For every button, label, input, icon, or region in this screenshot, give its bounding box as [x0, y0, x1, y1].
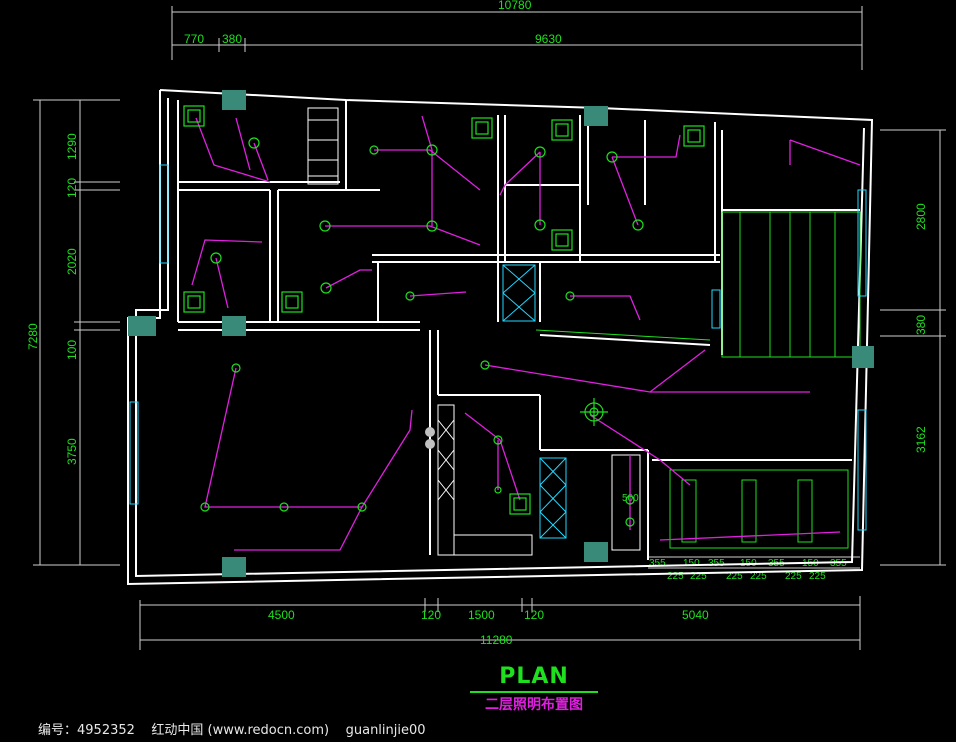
dim-left-d: 100 — [65, 340, 79, 360]
dim-left-c: 2020 — [65, 248, 79, 275]
dim-top-total: 10780 — [498, 0, 532, 12]
downlight — [534, 219, 546, 231]
dim-small2-4: 225 — [750, 571, 767, 582]
dim-right-c: 3162 — [914, 426, 928, 453]
downlight — [426, 220, 438, 232]
spotlight — [405, 291, 415, 301]
dim-small-7: 355 — [830, 558, 847, 569]
spotlight — [231, 363, 241, 373]
wall-sconces — [425, 427, 435, 449]
watermark-footer: 编号：4952352 红动中国 (www.redocn.com) guanlin… — [38, 723, 426, 738]
dim-bottom-total: 11280 — [480, 633, 513, 647]
ceiling-light-square — [471, 117, 493, 139]
spotlight — [279, 502, 289, 512]
dim-bottom-b: 120 — [421, 608, 441, 622]
wiring — [191, 115, 861, 551]
dim-bottom-d: 120 — [524, 608, 544, 622]
dim-right-a: 2800 — [914, 203, 928, 230]
downlight — [320, 282, 332, 294]
ceiling-light-square — [551, 119, 573, 141]
dim-left-total: 7280 — [26, 323, 40, 350]
dimension-lines — [33, 6, 946, 650]
ceiling-light-square — [551, 229, 573, 251]
columns — [128, 90, 874, 577]
dim-left-a: 1290 — [65, 133, 79, 160]
downlight — [534, 146, 546, 158]
spotlight — [357, 502, 367, 512]
dim-left-b: 120 — [65, 178, 79, 198]
dim-top-left-b: 380 — [222, 32, 242, 46]
title-underline — [470, 691, 598, 693]
dim-bottom-c: 1500 — [468, 608, 495, 622]
spotlight — [625, 517, 635, 527]
spotlight — [565, 291, 575, 301]
light-fixtures — [183, 105, 705, 527]
ceiling-light-square — [281, 291, 303, 313]
dim-small2-6: 225 — [809, 571, 826, 582]
ceiling-light-square — [683, 125, 705, 147]
spotlight — [480, 360, 490, 370]
ceiling-light-square — [183, 291, 205, 313]
drawing-title: PLAN — [499, 664, 569, 689]
downlight — [426, 144, 438, 156]
downlight — [210, 252, 222, 264]
downlight — [632, 219, 644, 231]
downlight — [493, 435, 503, 445]
dim-small2-3: 225 — [726, 571, 743, 582]
ceiling-light-square — [183, 105, 205, 127]
drawing-subtitle: 二层照明布置图 — [485, 697, 583, 713]
partitions — [535, 211, 861, 549]
dim-top-left-a: 770 — [184, 32, 204, 46]
cabinet-crosses — [502, 264, 567, 539]
dim-bottom-a: 4500 — [268, 608, 295, 622]
chandelier — [580, 398, 608, 426]
downlight — [319, 220, 331, 232]
dim-right-b: 380 — [914, 315, 928, 335]
spotlight — [200, 502, 210, 512]
hatch-areas — [307, 107, 641, 556]
spotlight — [625, 495, 635, 505]
dim-left-e: 3750 — [65, 438, 79, 465]
downlight — [606, 151, 618, 163]
downlight — [248, 137, 260, 149]
dim-small2-2: 225 — [690, 571, 707, 582]
downlight — [494, 486, 502, 494]
ceiling-light-square — [509, 493, 531, 515]
dim-small-1: 355 — [649, 558, 666, 569]
spotlight — [369, 145, 379, 155]
dim-top-right: 9630 — [535, 32, 562, 46]
dim-small-2: 150 — [683, 558, 700, 569]
dim-bottom-e: 5040 — [682, 608, 709, 622]
dim-small2-1: 225 — [667, 571, 684, 582]
dim-small2-5: 225 — [785, 571, 802, 582]
walls — [127, 89, 874, 586]
dim-small-3: 355 — [708, 558, 725, 569]
windows — [129, 164, 867, 531]
